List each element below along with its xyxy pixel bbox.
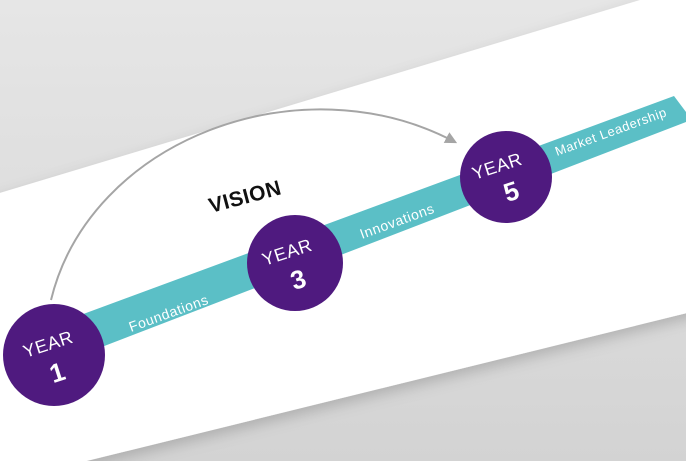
milestone-year-5: YEAR 5 <box>460 131 552 223</box>
milestone-year-3: YEAR 3 <box>247 215 343 311</box>
milestone-circle <box>460 131 552 223</box>
vision-arrow <box>50 108 458 301</box>
milestone-circle <box>247 215 343 311</box>
milestone-circle <box>3 304 105 406</box>
milestone-year-1: YEAR 1 <box>3 304 105 406</box>
